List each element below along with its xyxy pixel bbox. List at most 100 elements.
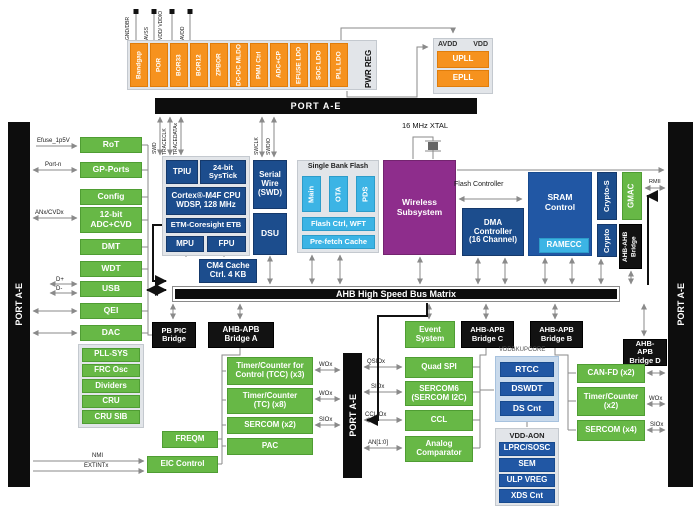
fpu-block: FPU [207, 236, 246, 252]
wox-tcc-label: WOx [319, 362, 333, 368]
crypto-s-block: Crypto-S [597, 172, 617, 220]
systick-block: 24-bit SysTick [200, 160, 246, 184]
config-block: Config [80, 189, 142, 205]
wdt-block: WDT [80, 261, 142, 277]
rmii-signal-label: RMII [649, 179, 661, 185]
anx-signal-label: ANx/CVDx [35, 210, 64, 216]
pll-sys-block: PLL-SYS [82, 348, 140, 362]
gmac-block: GMAC [622, 172, 642, 220]
an10-label: AN[1:0] [368, 440, 389, 446]
power-block-adccp: ADC+CP [270, 43, 288, 87]
power-block-pmu-ctrl: PMU Ctrl [250, 43, 268, 87]
prefetch-cache-block: Pre-fetch Cache [302, 235, 375, 249]
extint-signal-label: EXTINTx [84, 463, 109, 469]
sercom6-block: SERCOM6 (SERCOM I2C) [405, 381, 473, 406]
tcc-block: Timer/Counter for Control (TCC) (x3) [227, 357, 313, 385]
dmt-block: DMT [80, 239, 142, 255]
pll-box-avdd: AVDD [438, 41, 458, 48]
aon-domain: VDD-AON LPRC/SOSC SEM ULP VREG XDS Cnt [495, 428, 559, 506]
swclk-signal-label: SWCLK [254, 137, 260, 155]
ahb-ahb-bridge-block: AHB-AHB Bridge [619, 224, 642, 269]
vddbkupcore-label: VDDBKUPCORE [499, 347, 546, 353]
gp-ports-block: GP-Ports [80, 162, 142, 178]
xds-cnt-block: XDS Cnt [499, 489, 555, 503]
port-bar-right: PORT A-E [668, 122, 693, 487]
ccliox-label: CCLIOx [365, 412, 387, 418]
port-bar-middle-label: PORT A-E [347, 394, 358, 437]
timer-counter-x2-block: Timer/Counter (x2) [577, 387, 645, 416]
efuse-signal-label: Efuse_1p5V [37, 138, 70, 144]
rot-block: RoT [80, 137, 142, 153]
flash-ctrl-wft-block: Flash Ctrl, WFT [302, 217, 375, 231]
siox-sercom6-label: SIOx [371, 384, 385, 390]
ahb-bus-matrix: AHB High Speed Bus Matrix [172, 286, 620, 302]
power-block-dcdc-mldo: DC-DC MLDO [230, 43, 248, 87]
dplus-signal-label: D+ [56, 277, 64, 283]
dividers-block: Dividers [82, 379, 140, 393]
crypto-block: Crypto [597, 224, 617, 257]
cm4-cache-block: CM4 Cache Ctrl. 4 KB [199, 259, 257, 283]
xtal-label: 16 MHz XTAL [401, 121, 449, 130]
siox-right-label: SIOx [650, 422, 664, 428]
dac-block: DAC [80, 325, 142, 341]
traceclk-signal-label: TRACECLK [162, 128, 168, 155]
backup-domain: RTCC DSWDT DS Cnt [495, 356, 559, 422]
crystal-icon [428, 142, 438, 150]
usb-block: USB [80, 281, 142, 297]
flash-pds-block: PDS [356, 176, 375, 212]
flash-controller-label: Flash Controller [454, 181, 504, 188]
power-block-bor12: BOR12 [190, 43, 208, 87]
port-bar-top: PORT A-E [155, 98, 477, 114]
dsu-block: DSU [253, 213, 287, 255]
power-block-zpbor: ZPBOR [210, 43, 228, 87]
pll-box-vdd: VDD [473, 41, 488, 48]
upll-block: UPLL [437, 51, 489, 68]
cortex-m4f-block: Cortex®-M4F CPU WDSP, 128 MHz [166, 187, 246, 215]
wox-tc-label: WOx [319, 391, 333, 397]
tracedata-signal-label: TRACEDATAx [173, 122, 179, 155]
epll-block: EPLL [437, 70, 489, 87]
mpu-block: MPU [166, 236, 204, 252]
pin-label-avdd: AVDD [180, 26, 186, 40]
etm-etb-block: ETM-Coresight ETB [166, 218, 246, 233]
freqm-block: FREQM [162, 431, 218, 448]
cru-block: CRU [82, 394, 140, 409]
dma-controller-block: DMA Controller (16 Channel) [462, 208, 524, 256]
port-bar-left-label: PORT A-E [14, 283, 24, 326]
pwr-reg-label: PWR REG [364, 49, 373, 88]
power-block-bor33: BOR33 [170, 43, 188, 87]
can-fd-block: CAN-FD (x2) [577, 364, 645, 383]
wox-right-label: WOx [649, 396, 663, 402]
nmi-signal-label: NMI [92, 453, 103, 459]
cru-sib-block: CRU SIB [82, 410, 140, 424]
event-system-block: Event System [405, 321, 455, 348]
port-bar-right-label: PORT A-E [675, 283, 686, 326]
ahb-apb-bridge-a-block: AHB-APB Bridge A [208, 322, 274, 348]
sram-control-label: SRAM Control [544, 192, 576, 212]
power-strip: Bandgap POR BOR33 BOR12 ZPBOR DC-DC MLDO… [127, 40, 377, 90]
qei-block: QEI [80, 303, 142, 319]
ramecc-block: RAMECC [539, 238, 589, 253]
pll-box: AVDD VDD UPLL EPLL [433, 38, 493, 94]
rtcc-block: RTCC [500, 362, 554, 377]
swdio-signal-label: SWDIO [266, 138, 272, 155]
pac-block: PAC [227, 438, 313, 455]
ds-cnt-block: DS Cnt [500, 401, 554, 417]
ulp-vreg-block: ULP VREG [499, 473, 555, 488]
dminus-signal-label: D- [56, 286, 63, 292]
power-block-por: POR [150, 43, 168, 87]
quad-spi-block: Quad SPI [405, 357, 473, 378]
swd-signal-label: SWD [152, 142, 158, 154]
frc-osc-block: FRC Osc [82, 363, 140, 378]
dswdt-block: DSWDT [500, 381, 554, 397]
ahb-apb-bridge-d-block: AHB-APB Bridge D [623, 339, 667, 366]
sem-block: SEM [499, 457, 555, 472]
ahb-apb-bridge-c-block: AHB-APB Bridge C [461, 321, 514, 348]
adc-cvd-block: 12-bit ADC+CVD [80, 207, 142, 233]
eic-control-block: EIC Control [147, 456, 218, 473]
ccl-block: CCL [405, 410, 473, 431]
pin-label-gnddbr: GND/DBR [125, 16, 131, 40]
flash-main-block: Main [302, 176, 321, 212]
tpiu-block: TPIU [166, 160, 198, 184]
